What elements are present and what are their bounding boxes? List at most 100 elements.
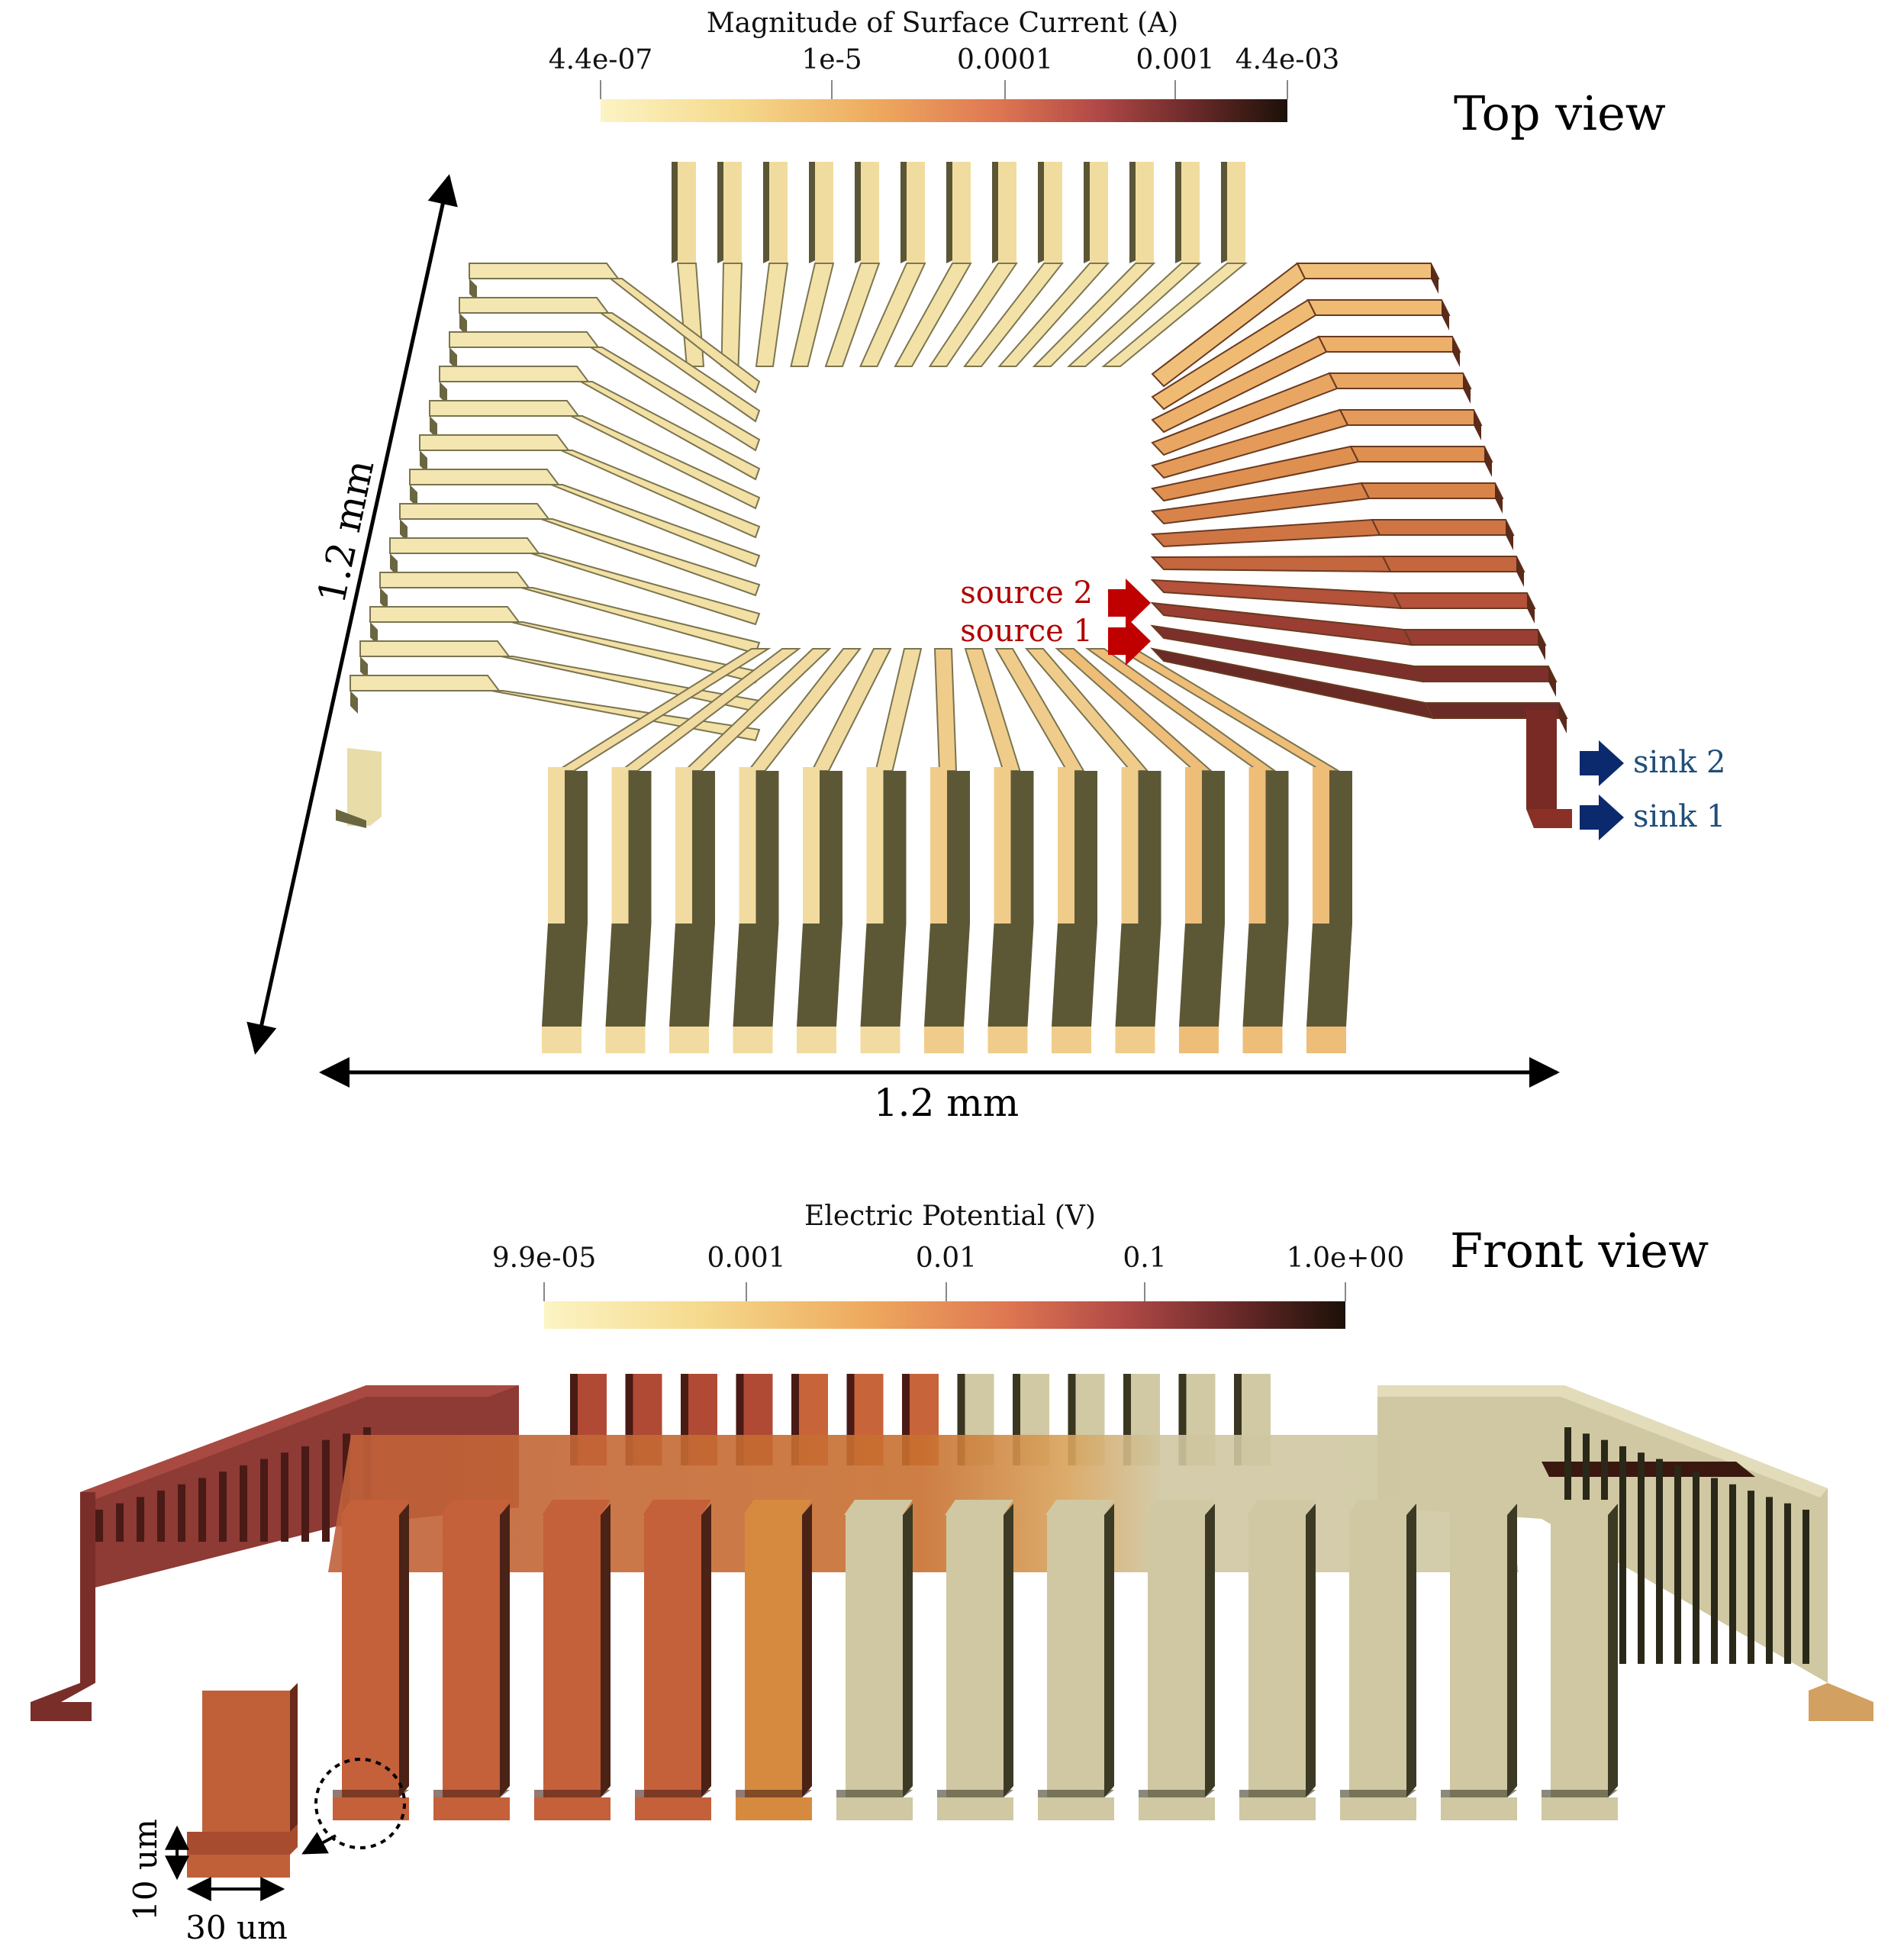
left-lead-arm [570, 415, 761, 510]
bottom-lead-drop [860, 924, 907, 1027]
right-fin [1784, 1503, 1791, 1664]
front-lead-side [1507, 1504, 1517, 1797]
right-lead-top [1371, 519, 1515, 536]
bottom-lead-front [866, 767, 884, 924]
dim-label-horizontal: 1.2 mm [874, 1081, 1019, 1125]
bottom-lead-foot [1242, 1027, 1283, 1053]
front-lead-foot-edge [1038, 1790, 1114, 1797]
front-lead-cap [1549, 1500, 1618, 1515]
left-fin [322, 1439, 330, 1542]
back-lead-shadow [1123, 1374, 1131, 1465]
front-colorbar-tick-2: 0.01 [916, 1243, 977, 1274]
top-lead-back-arm [1066, 263, 1202, 367]
top-lead-back-arm [1101, 263, 1248, 367]
top-lead-back-arm [1032, 263, 1156, 367]
top-lead-back-face [1090, 162, 1108, 263]
sink-2-marker: sink 2 [1580, 740, 1725, 786]
right-lead-side [1452, 337, 1460, 367]
bottom-lead-drop [797, 924, 842, 1027]
source-1-marker: source 1 [960, 614, 1151, 666]
front-lead-side [1205, 1504, 1215, 1797]
right-lead-side [1559, 703, 1567, 733]
left-lead-top [419, 434, 570, 451]
bottom-lead-arm [810, 648, 892, 772]
front-lead-side [1104, 1504, 1114, 1797]
right-lead-foot [1526, 710, 1557, 828]
front-lead-foot-edge [1340, 1790, 1416, 1797]
left-lead-arm [520, 587, 761, 655]
left-lead-top [379, 572, 530, 588]
right-fin [1656, 1459, 1663, 1664]
top-view: Magnitude of Surface Current (A) 4.4e-07… [246, 8, 1725, 1125]
right-lead-side [1431, 263, 1438, 294]
bottom-lead-arm [933, 648, 958, 772]
top-lead-back-face [723, 162, 742, 263]
top-lead-back-face [1044, 162, 1062, 263]
right-lead-top [1381, 556, 1525, 572]
top-lead-row-right [1150, 262, 1572, 828]
top-lead-back-arm [720, 263, 743, 367]
left-lead-top [389, 537, 540, 554]
bottom-lead-drop [1179, 924, 1225, 1027]
scale-width-label: 30 um [185, 1909, 288, 1946]
top-lead-back-face [678, 162, 696, 263]
right-lead-arm [1151, 298, 1317, 411]
front-lead-face [342, 1515, 399, 1797]
right-lead-top [1392, 592, 1536, 609]
front-lead-cap [844, 1500, 913, 1515]
right-fin [1766, 1497, 1773, 1664]
right-lead-side [1474, 410, 1481, 440]
right-lead-arm [1150, 482, 1371, 525]
right-fin [1748, 1491, 1754, 1664]
front-lead-cap [340, 1500, 409, 1515]
sink-2-arrow-icon [1580, 740, 1624, 786]
top-lead-back-arm [894, 263, 972, 367]
right-lead-top [1413, 666, 1558, 682]
top-lead-back-arm [790, 263, 835, 367]
left-fin [178, 1484, 185, 1542]
left-lead-top [469, 263, 620, 279]
scale-height-label: 10 um [127, 1819, 164, 1921]
front-lead-foot [1038, 1797, 1114, 1820]
bottom-lead-drop [542, 924, 588, 1027]
left-lead-foot [347, 748, 382, 826]
front-lead-cap [945, 1500, 1013, 1515]
front-lead-side [802, 1504, 812, 1797]
right-lead-top [1306, 299, 1451, 316]
bottom-lead-front [1185, 767, 1202, 924]
right-lead-side [1538, 630, 1545, 660]
front-lead-foot-edge [1441, 1790, 1517, 1797]
bottom-lead-front [548, 767, 565, 924]
right-lead-top [1317, 336, 1461, 353]
front-lead-foot [635, 1797, 711, 1820]
front-lead-foot [937, 1797, 1013, 1820]
right-lead-side [1463, 373, 1471, 404]
bottom-lead-drop [987, 924, 1034, 1027]
top-colorbar-tick-3: 0.001 [1136, 44, 1214, 76]
front-lead-foot-edge [433, 1790, 510, 1797]
left-lead-arm [598, 312, 761, 423]
bottom-lead-drop [924, 924, 970, 1027]
front-lead-foot-edge [534, 1790, 611, 1797]
top-lead-back-face [907, 162, 925, 263]
top-lead-back-face [952, 162, 971, 263]
top-lead-row-bottom [542, 648, 1352, 1053]
front-lead-face [1148, 1515, 1205, 1797]
bottom-lead-front [1058, 767, 1074, 924]
front-lead-foot-edge [736, 1790, 812, 1797]
left-fin [301, 1446, 309, 1542]
front-lead-foot [333, 1797, 409, 1820]
left-lead-top [459, 297, 610, 314]
right-lead-side [1516, 556, 1524, 587]
right-lead-top [1360, 482, 1504, 499]
right-lead-arm [1150, 601, 1413, 646]
front-lead-foot [1239, 1797, 1316, 1820]
top-lead-back-arm [962, 263, 1065, 367]
left-lead-arm [588, 347, 761, 452]
front-lead-foot [534, 1797, 611, 1820]
left-lead-arm [578, 381, 761, 481]
right-fin [1711, 1478, 1718, 1664]
front-lead-cap [441, 1500, 510, 1515]
bottom-lead-front [994, 767, 1011, 924]
